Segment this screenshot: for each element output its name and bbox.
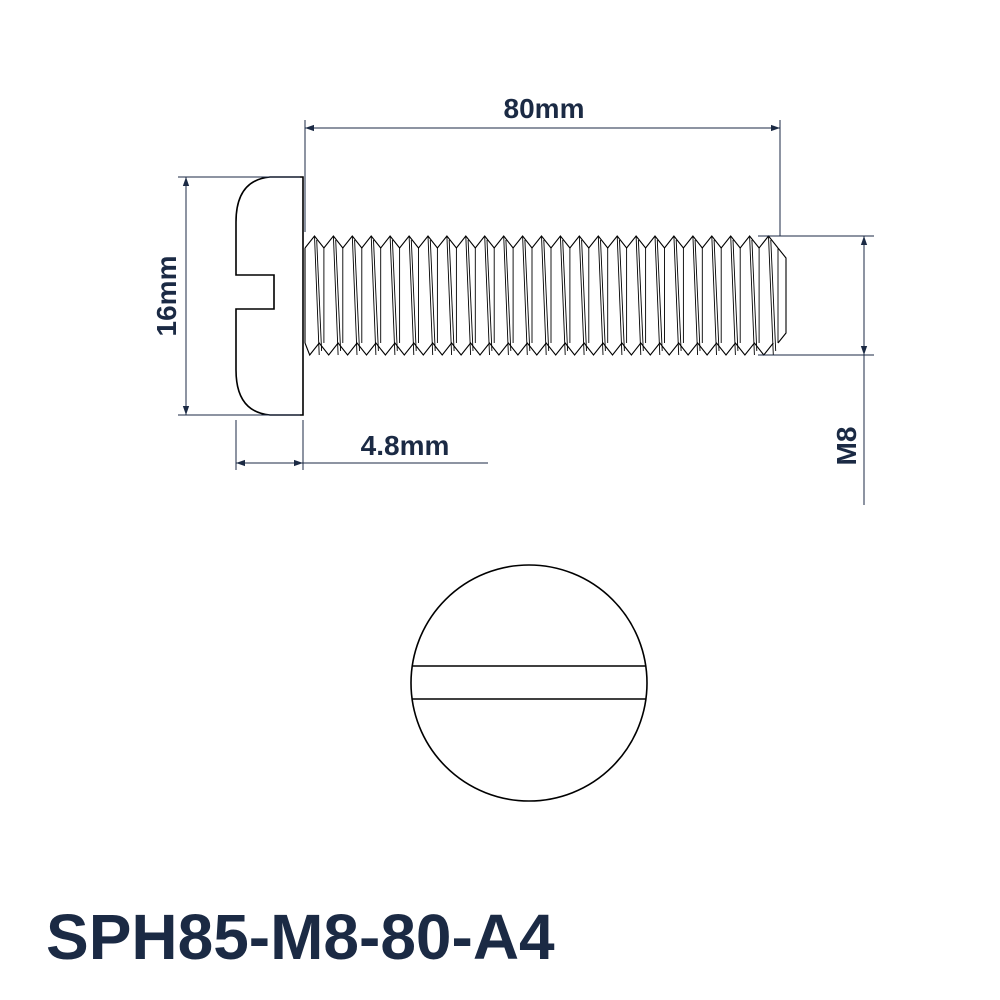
part-number-title: SPH85-M8-80-A4	[46, 901, 555, 973]
thread-line	[304, 342, 774, 357]
thread-line	[314, 235, 779, 356]
thread-dimension-label: M8	[831, 427, 862, 466]
thread-line	[777, 247, 787, 344]
screw-head-side	[235, 176, 304, 416]
head-height-dimension-label: 4.8mm	[361, 430, 450, 461]
dimension-lines	[178, 120, 874, 505]
screw-shank-threads	[304, 235, 787, 357]
screw-head-top-view	[410, 564, 648, 802]
length-dimension-label: 80mm	[504, 93, 585, 124]
head-diameter-dimension-label: 16mm	[151, 256, 182, 337]
